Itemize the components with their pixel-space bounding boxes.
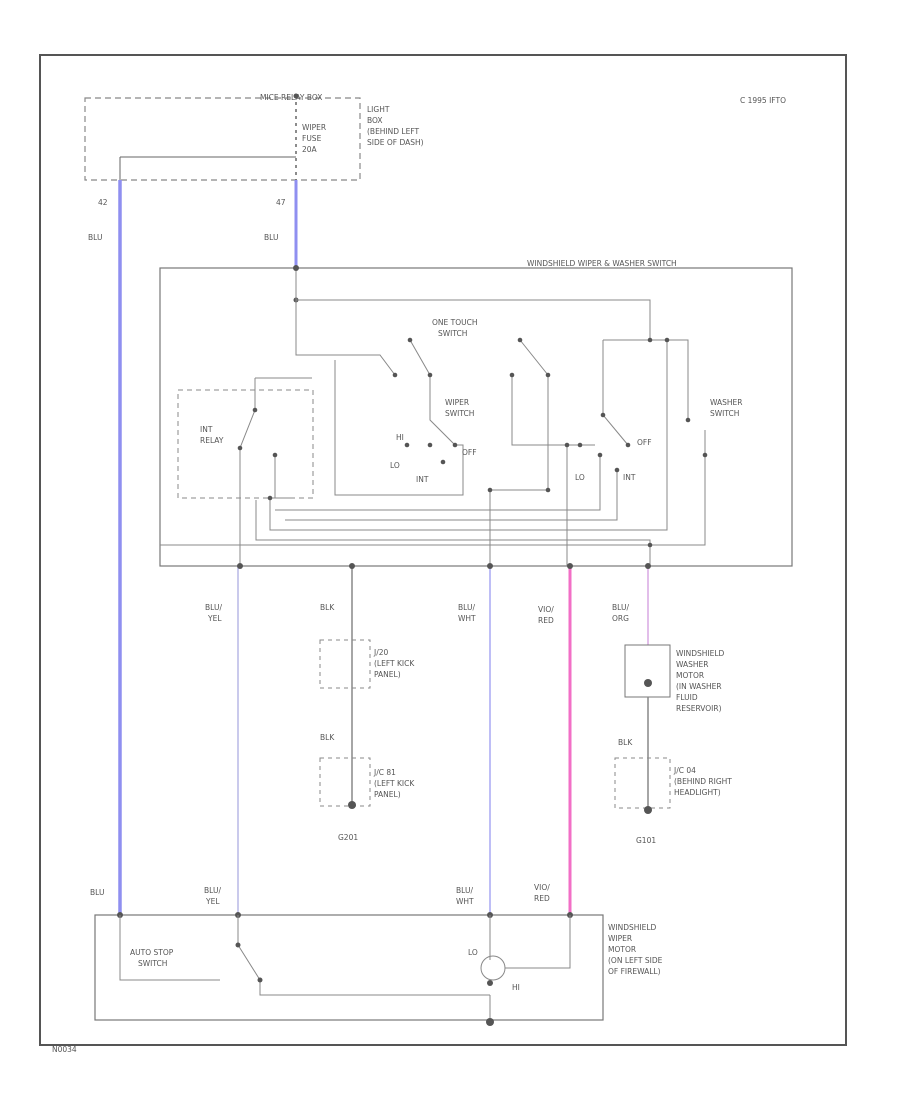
wire-label-blu-wht: BLU/ WHT — [458, 603, 477, 623]
pos-off-washer: OFF — [637, 438, 652, 447]
pos-hi: HI — [396, 433, 404, 442]
ground-1-icon — [348, 801, 356, 809]
motor-lo-label: LO — [468, 948, 478, 957]
washer-switch-label: WASHER SWITCH — [710, 398, 745, 418]
junction-3-outline — [614, 757, 671, 809]
wiper-motor-label: WINDSHIELD WIPER MOTOR (ON LEFT SIDE OF … — [608, 923, 665, 976]
switch-box-title: WINDSHIELD WIPER & WASHER SWITCH — [527, 259, 677, 268]
switch-internal-wiring — [160, 268, 706, 566]
ground-2-label: G101 — [636, 836, 656, 845]
junction-3-label: J/C 04 (BEHIND RIGHT HEADLIGHT) — [673, 766, 734, 797]
wire-label-vio-red: VIO/ RED — [538, 605, 556, 625]
pos-lo: LO — [390, 461, 400, 470]
bottom-label-blu-wht: BLU/ WHT — [456, 886, 475, 906]
wiper-motor-icon — [480, 955, 506, 981]
switch-contacts — [237, 337, 708, 548]
wire-label-blk-2: BLK — [320, 733, 335, 742]
pin-42: 42 — [98, 198, 108, 207]
pos-lo-washer: LO — [575, 473, 585, 482]
wiper-motor-box — [94, 914, 604, 1021]
fuse-label: WIPER FUSE 20A — [302, 123, 329, 154]
bottom-label-blu: BLU — [90, 888, 104, 897]
junction-1-outline — [319, 639, 371, 689]
diagram-frame — [39, 54, 847, 1046]
junction-2-outline — [319, 757, 371, 807]
motor-ground-icon — [486, 1018, 494, 1026]
wire-label-blk-3: BLK — [618, 738, 633, 747]
bottom-label-vio-red: VIO/ RED — [534, 883, 552, 903]
ground-2-icon — [644, 806, 652, 814]
fuse-box-desc: LIGHT BOX (BEHIND LEFT SIDE OF DASH) — [367, 105, 424, 147]
motor-hi-label: HI — [512, 983, 520, 992]
wire-label-blu-top: BLU — [264, 233, 278, 242]
auto-stop-contact-2 — [257, 977, 263, 983]
pin-47: 47 — [276, 198, 286, 207]
washer-motor-label: WINDSHIELD WASHER MOTOR (IN WASHER FLUID… — [676, 649, 727, 713]
int-relay-label: INT RELAY — [200, 425, 224, 445]
wire-label-blk-1: BLK — [320, 603, 335, 612]
wire-label-blu-left: BLU — [88, 233, 102, 242]
switch-box — [159, 267, 793, 567]
bottom-label-blu-yel: BLU/ YEL — [204, 886, 223, 906]
motor-terminal — [487, 980, 493, 986]
ground-1-label: G201 — [338, 833, 358, 842]
auto-stop-label: AUTO STOP SWITCH — [130, 948, 176, 968]
junction-1-label: J/20 (LEFT KICK PANEL) — [373, 648, 417, 679]
washer-motor-box — [624, 644, 671, 698]
auto-stop-contact-1 — [235, 942, 241, 948]
pos-int: INT — [416, 475, 429, 484]
fuse-box-title: MICE RELAY BOX — [260, 93, 322, 102]
int-relay-outline — [177, 389, 314, 499]
figure-id: N0034 — [52, 1045, 77, 1054]
fuse-node — [293, 93, 299, 99]
wire-label-blu-org: BLU/ ORG — [612, 603, 631, 623]
wiper-motor-wiring — [119, 915, 571, 1022]
fuse-box-outline — [84, 97, 361, 181]
washer-motor-icon — [644, 679, 652, 687]
wire-label-blu-yel: BLU/ YEL — [205, 603, 224, 623]
junction-2-label: J/C 81 (LEFT KICK PANEL) — [373, 768, 417, 799]
one-touch-label: ONE TOUCH SWITCH — [432, 318, 480, 338]
pos-off: OFF — [462, 448, 477, 457]
pos-int-washer: INT — [623, 473, 636, 482]
copyright-label: C 1995 IFTO — [740, 96, 786, 105]
wiper-switch-label: WIPER SWITCH — [445, 398, 474, 418]
